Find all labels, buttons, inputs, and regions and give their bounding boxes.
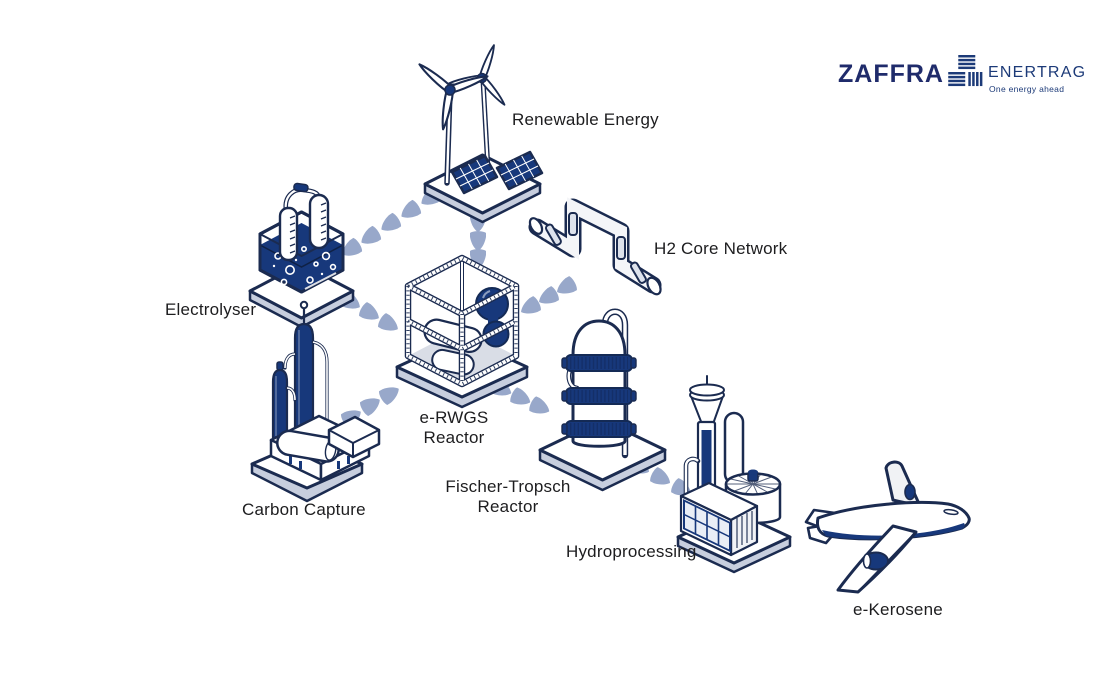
renewable-energy-illustration <box>416 43 544 224</box>
airplane-icon <box>804 460 971 594</box>
zaffra-logo: ZAFFRA <box>838 60 944 88</box>
node-label-renewable-energy: Renewable Energy <box>512 110 659 129</box>
tail-fin <box>884 460 922 508</box>
node-label-erwgs-reactor: e-RWGS Reactor <box>419 408 489 448</box>
pipeline-icon <box>528 197 662 296</box>
e-kerosene-illustration <box>804 460 971 594</box>
cockpit-window <box>943 508 959 516</box>
node-label-fischer-tropsch: Fischer-Tropsch Reactor <box>445 477 571 517</box>
electrolyser-illustration <box>248 182 355 329</box>
capture-column <box>293 322 315 440</box>
wind-turbine-icon <box>416 60 490 186</box>
belly-stripe <box>822 523 965 540</box>
clamp-band <box>561 420 637 438</box>
node-label-carbon-capture: Carbon Capture <box>242 500 366 519</box>
banded-column-icon <box>561 308 637 459</box>
refinery-icon <box>679 375 782 557</box>
electrolysis-tank-icon <box>258 182 345 294</box>
fischer-tropsch-illustration <box>538 308 667 492</box>
enertrag-bars-icon <box>948 55 983 87</box>
electrode-icon <box>308 193 330 250</box>
node-label-electrolyser: Electrolyser <box>165 300 257 319</box>
hydroprocessing-illustration <box>676 375 792 574</box>
capture-plant-icon <box>269 300 381 482</box>
enertrag-logo: ENERTRAG <box>988 64 1087 81</box>
scaffold-frame <box>404 254 520 388</box>
erwgs-reactor-illustration <box>395 254 529 409</box>
node-label-h2-core-network: H2 Core Network <box>654 239 788 258</box>
node-label-e-kerosene: e-Kerosene <box>853 600 943 619</box>
clamp-band <box>561 354 637 372</box>
clamp-band <box>561 387 637 405</box>
horizontal-tank-icon <box>276 429 340 463</box>
node-label-hydroprocessing: Hydroprocessing <box>566 542 697 561</box>
column-liquid <box>701 430 712 498</box>
bubbles <box>274 246 337 286</box>
wind-turbine-icon <box>446 43 508 173</box>
carbon-capture-illustration <box>250 300 381 503</box>
plant-building-icon <box>679 481 759 557</box>
enertrag-tagline: One energy ahead <box>989 84 1065 94</box>
electrode-icon <box>278 206 299 262</box>
h2-core-network-illustration <box>528 197 662 296</box>
open-crate-icon <box>327 415 381 459</box>
capture-column <box>271 368 289 442</box>
